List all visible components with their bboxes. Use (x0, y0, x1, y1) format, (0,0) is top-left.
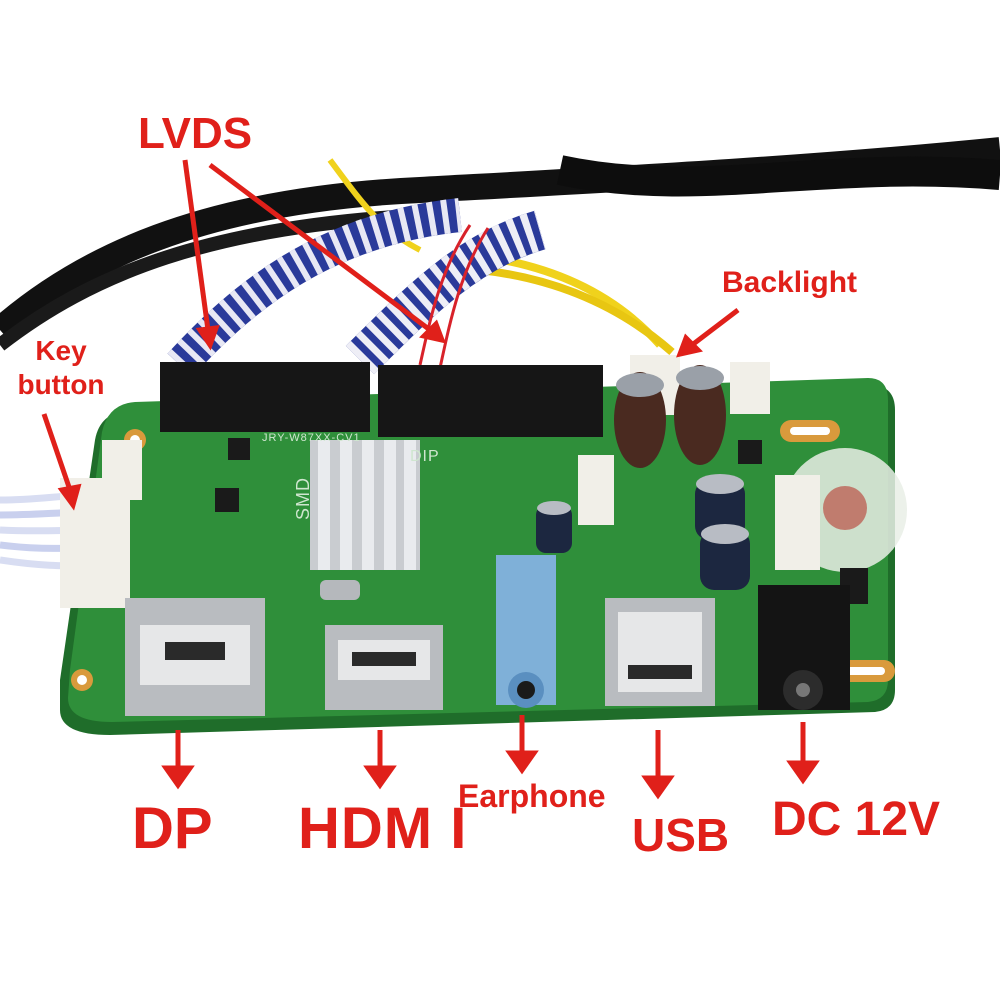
chip (215, 488, 239, 512)
key-button-label-line2: button (17, 369, 105, 400)
red-wire (418, 224, 472, 366)
arrow-head (505, 750, 539, 775)
hdmi-label: HDM I (298, 796, 468, 861)
lvds-ribbon-twist (345, 210, 546, 375)
white-connector (578, 455, 614, 525)
arrow-head (161, 765, 195, 790)
lvds-connector-left (160, 362, 370, 432)
arrow-head (641, 775, 675, 800)
earphone-label: Earphone (458, 778, 606, 814)
smd-silkscreen: SMD (293, 477, 313, 520)
lvds-arrow-right (208, 163, 432, 332)
arrow-head (57, 483, 82, 511)
arrow-head (363, 765, 397, 790)
annotation-arrows (41, 159, 820, 800)
yellow-wire (327, 158, 422, 253)
black-cable (0, 208, 431, 351)
white-connector (775, 475, 820, 570)
key-button-label-line1: Key (35, 335, 87, 366)
arrow-head (419, 319, 446, 344)
key-button-label: Key button (6, 334, 116, 402)
key-button-arrow (41, 413, 73, 491)
arrow-head (676, 333, 703, 358)
dp-label: DP (132, 796, 213, 861)
lvds-label: LVDS (138, 109, 253, 158)
dip-silkscreen: DIP (410, 448, 440, 465)
capacitor (674, 365, 726, 465)
chip (228, 438, 250, 460)
lvds-ribbon-twist (167, 198, 462, 377)
chip (738, 440, 762, 464)
board-model-silkscreen: JRY-W87XX-CV1 (262, 432, 361, 444)
red-wire (438, 227, 490, 369)
capacitor (700, 530, 750, 590)
backlight-label: Backlight (722, 266, 858, 299)
lvds-connector-right (378, 365, 603, 437)
arrow-head (195, 325, 220, 351)
capacitor (614, 372, 666, 468)
backlight-connector-2 (730, 362, 770, 414)
capacitor (536, 505, 572, 553)
crystal (320, 580, 360, 600)
usb-label: USB (632, 809, 730, 861)
black-cable (556, 155, 1000, 197)
lvds-arrow-left (182, 159, 211, 331)
arrow-head (786, 760, 820, 785)
dc-label: DC 12V (772, 793, 941, 846)
heatsink (310, 440, 420, 570)
yellow-wire (479, 266, 675, 356)
backlight-arrow (690, 308, 740, 347)
